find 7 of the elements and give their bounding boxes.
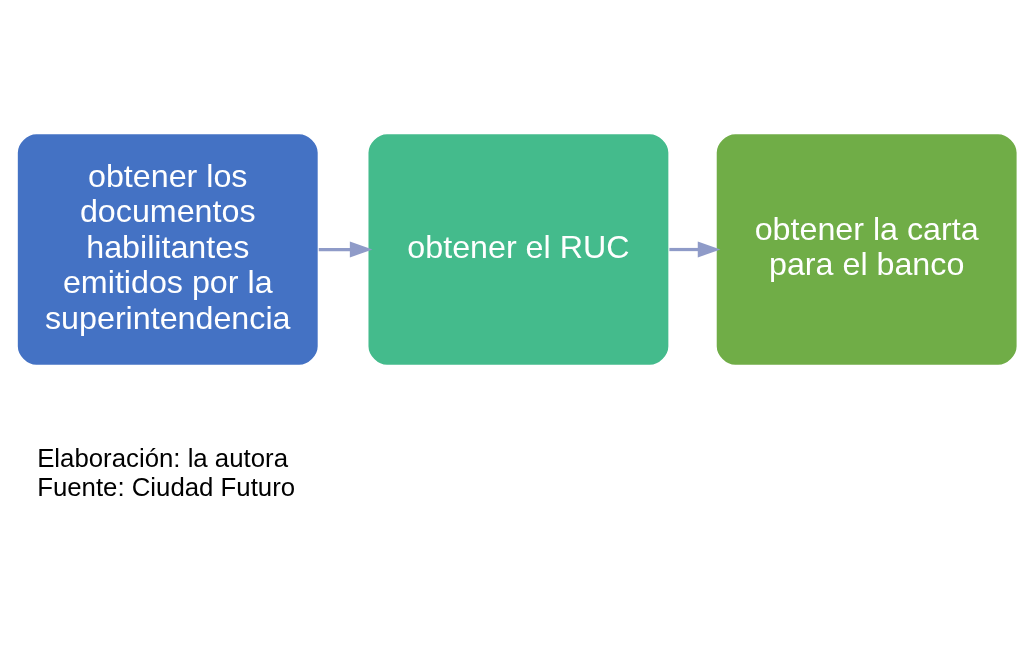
arrow (318, 241, 373, 257)
arrow (669, 241, 721, 257)
node-box: obtener los documentos habilitantes emitidos por la superintendencia (16, 132, 320, 366)
node-box: obtener la carta para el banco (715, 132, 1019, 366)
node-box: obtener el RUC (366, 132, 670, 366)
label: Fuente: Ciudad Futuro (37, 472, 296, 501)
label: Elaboración: la autora (37, 443, 288, 472)
